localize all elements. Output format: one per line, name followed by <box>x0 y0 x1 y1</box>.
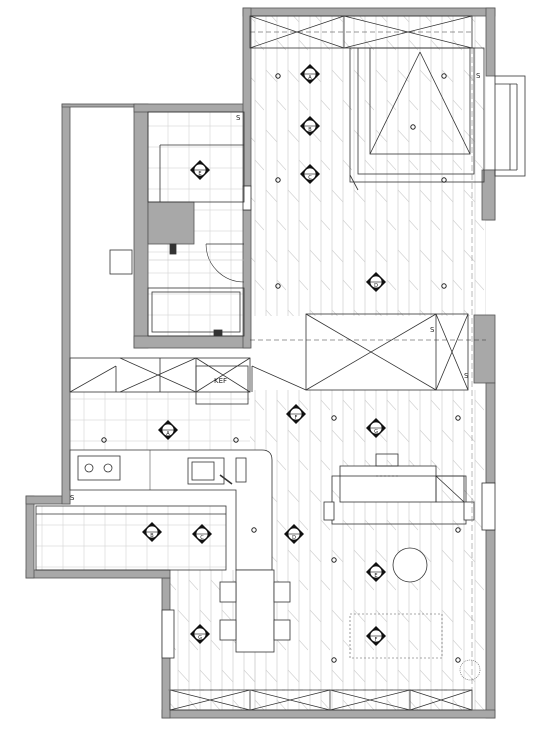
view-marker: F <box>286 404 306 424</box>
view-marker: G <box>366 418 386 438</box>
ceiling-light-point <box>275 177 281 183</box>
kitchen-counter <box>69 449 273 571</box>
label-s-corridor: S <box>464 372 469 380</box>
tub-fixture <box>213 329 223 337</box>
view-marker: B <box>300 116 320 136</box>
marker-label: C <box>308 175 312 181</box>
view-marker: D <box>284 524 304 544</box>
ceiling-light-point <box>251 527 257 533</box>
ceiling-light-point <box>275 73 281 79</box>
label-s-bath: S <box>236 114 241 122</box>
wall-balcony-bottom <box>25 569 171 579</box>
label-s-bedroom: S <box>476 72 481 80</box>
view-marker: E <box>366 562 386 582</box>
view-marker: C <box>192 524 212 544</box>
view-marker: G <box>190 624 210 644</box>
ceiling-light-point <box>441 73 447 79</box>
bathtub <box>147 287 245 337</box>
label-s-balcony: S <box>70 494 75 502</box>
kitchen-upper-cabinets <box>69 357 307 405</box>
round-side-table <box>392 547 428 583</box>
marker-label: G <box>374 429 378 435</box>
ceiling-light-point <box>331 557 337 563</box>
label-kef: KEF <box>214 377 227 385</box>
tap-fixture <box>169 243 177 255</box>
balcony-counter <box>35 505 227 571</box>
bed <box>349 47 485 191</box>
living-floor <box>250 390 486 712</box>
ceiling-light-point <box>233 437 239 443</box>
marker-label: D <box>292 535 296 541</box>
plant <box>459 659 481 681</box>
ceiling-lights <box>101 73 461 663</box>
ceiling-light-point <box>275 283 281 289</box>
ceiling-light-point <box>331 657 337 663</box>
shower <box>147 111 245 203</box>
marker-label: F <box>295 415 298 421</box>
windows <box>161 185 496 659</box>
ceiling-light-point <box>455 415 461 421</box>
ceiling-light-point <box>441 283 447 289</box>
kitchen-floor <box>70 392 250 450</box>
ceiling-light-point <box>101 437 107 443</box>
wall-bottom <box>161 709 496 719</box>
sink <box>109 249 133 275</box>
wall-bath-top <box>133 103 251 113</box>
top-wardrobe <box>249 15 473 49</box>
rug <box>349 613 443 659</box>
wall-top <box>242 7 496 17</box>
wall-left-top <box>61 103 137 108</box>
floors <box>36 16 486 712</box>
view-marker: A <box>158 420 178 440</box>
wall-right-bottom <box>485 529 496 719</box>
bay-window <box>494 75 526 177</box>
wall-bath-left <box>133 103 149 349</box>
mid-wardrobe <box>250 313 486 391</box>
view-marker: B <box>142 522 162 542</box>
marker-label: A <box>166 431 170 437</box>
kitchen-sink <box>187 457 225 485</box>
marker-label: B <box>308 127 312 133</box>
wall-balcony-left <box>25 495 35 579</box>
walls <box>25 7 496 719</box>
marker-label: D <box>374 283 378 289</box>
sofa <box>323 453 475 525</box>
ceiling-light-point <box>331 415 337 421</box>
wall-right-lower <box>485 382 496 484</box>
marker-label: B <box>150 533 154 539</box>
balcony-floor <box>36 506 226 570</box>
bath-door-swing <box>205 243 245 283</box>
ceiling-light-point <box>455 657 461 663</box>
cooktop <box>77 455 121 481</box>
wall-right-column <box>473 314 496 384</box>
fridge <box>195 365 249 405</box>
view-markers: A B C D E F G A B C D E F G <box>142 64 386 646</box>
guide-lines <box>168 48 473 691</box>
marker-label: E <box>374 573 377 579</box>
ceiling-light-point <box>410 124 416 130</box>
marker-label: A <box>308 75 312 81</box>
view-marker: A <box>300 64 320 84</box>
marker-label: F <box>375 637 378 643</box>
view-marker: C <box>300 164 320 184</box>
bathroom-fixtures <box>109 111 245 337</box>
wall-right-upper <box>485 7 496 77</box>
marker-label: E <box>198 171 201 177</box>
view-marker: E <box>190 160 210 180</box>
wall-bath-bottom <box>133 335 251 349</box>
bedroom-floor <box>250 16 486 316</box>
ceiling-light-point <box>455 527 461 533</box>
wall-bath-inner-block <box>147 201 195 245</box>
ceiling-light-point <box>441 177 447 183</box>
wall-left <box>61 103 71 505</box>
dining-table <box>219 569 291 653</box>
wall-bedroom-right <box>481 169 496 221</box>
marker-label: C <box>200 535 204 541</box>
view-marker: D <box>366 272 386 292</box>
label-s-wardrobe: S <box>430 326 435 334</box>
marker-label: G <box>198 635 202 641</box>
text-labels: S S S S S KEF <box>70 72 481 502</box>
view-marker: F <box>366 626 386 646</box>
